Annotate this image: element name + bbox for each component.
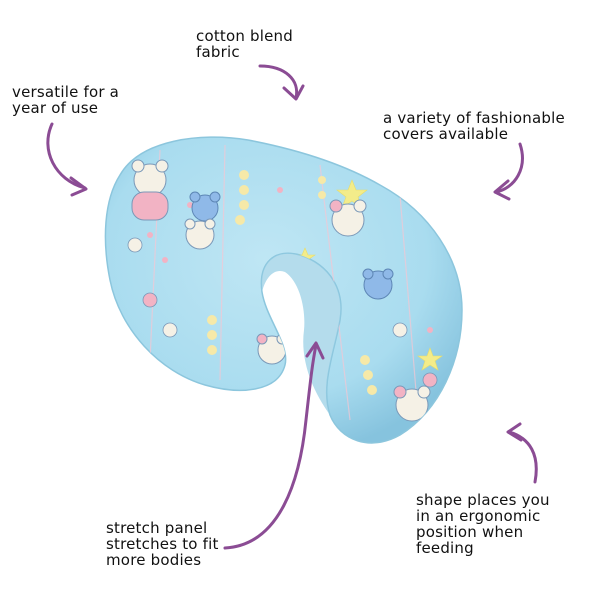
arrow-shape-head: [506, 422, 523, 442]
bear-motifs: [127, 159, 438, 422]
annotation-cotton-blend: cotton blend fabric: [196, 28, 293, 60]
annotation-arrows: [46, 64, 538, 550]
arrow-stretch-head: [305, 341, 325, 360]
pillow-pattern: [127, 144, 443, 441]
annotation-line: shape places you: [416, 491, 550, 509]
annotation-line: stretches to fit: [106, 535, 219, 553]
stretch-panel: [261, 253, 341, 415]
annotation-line: more bodies: [106, 551, 202, 569]
arrow-versatile-head: [69, 176, 88, 197]
arrow-cotton: [258, 64, 299, 100]
annotation-line: cotton blend: [196, 27, 293, 45]
annotation-shape: shape places you in an ergonomic positio…: [416, 492, 550, 556]
arrow-cotton-head: [282, 84, 305, 101]
annotation-line: year of use: [12, 99, 99, 117]
arrow-covers-head: [493, 179, 511, 201]
arrow-covers: [494, 142, 524, 194]
annotation-covers: a variety of fashionable covers availabl…: [383, 110, 565, 142]
annotation-stretch-panel: stretch panel stretches to fit more bodi…: [106, 520, 219, 568]
annotation-line: covers available: [383, 125, 509, 143]
annotation-line: fabric: [196, 43, 240, 61]
annotation-versatile: versatile for a year of use: [12, 84, 119, 116]
annotation-line: feeding: [416, 539, 474, 557]
annotation-line: in an ergonomic: [416, 507, 541, 525]
arrow-stretch: [223, 343, 318, 550]
annotation-line: versatile for a: [12, 83, 120, 101]
annotation-line: stretch panel: [106, 519, 208, 537]
arrow-versatile: [46, 122, 87, 190]
arrow-shape: [507, 430, 538, 484]
annotation-line: position when: [416, 523, 524, 541]
annotation-line: a variety of fashionable: [383, 109, 565, 127]
